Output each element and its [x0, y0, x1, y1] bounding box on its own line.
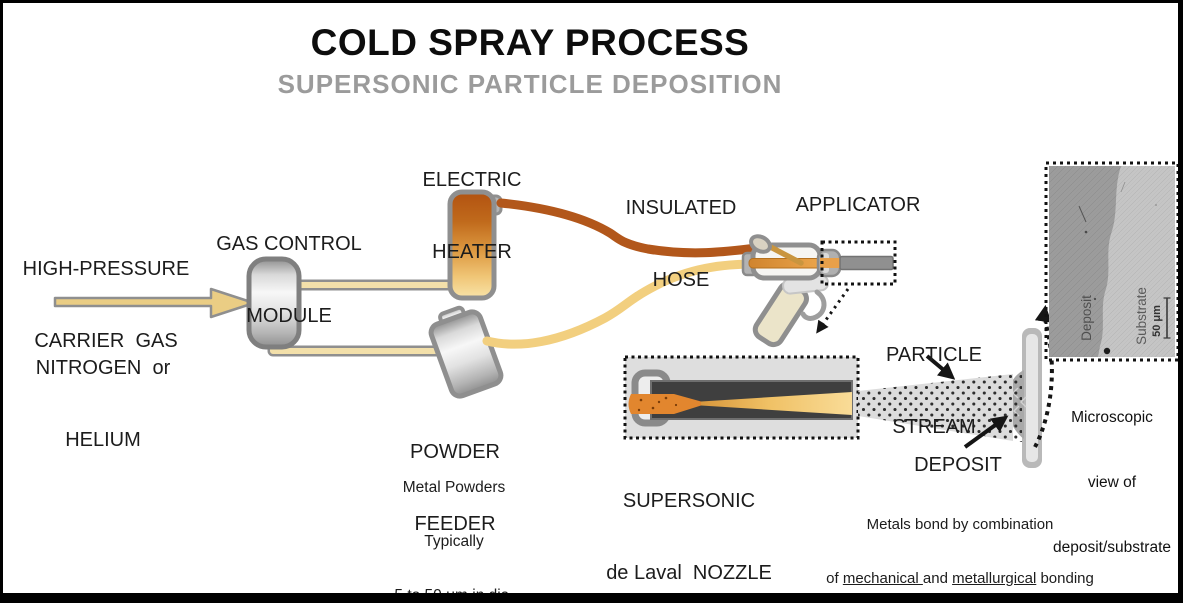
hose-connector-ring — [749, 234, 772, 254]
label-powder-feeder: POWDER FEEDER — [410, 441, 500, 535]
gun-barrel — [839, 255, 894, 271]
substrate-plate-inner — [1026, 334, 1038, 462]
micrograph-inset: Deposit Substrate 50 μm — [1044, 161, 1180, 362]
micrograph-substrate-label: Substrate — [1134, 287, 1149, 345]
gun-trigger-guard — [800, 289, 827, 321]
label-gas-options: NITROGEN or HELIUM — [35, 357, 171, 451]
hot-gas-hose — [496, 198, 762, 258]
barrel-tube-tip — [820, 258, 842, 268]
micrograph-image: Deposit Substrate 50 μm — [1049, 166, 1175, 357]
scale-bar — [1163, 297, 1171, 339]
nozzle-callout-arrow — [816, 288, 850, 334]
applicator-gun — [741, 234, 894, 348]
label-applicator: APPLICATOR — [795, 194, 921, 216]
micrograph-scale-label: 50 μm — [1151, 305, 1163, 337]
powder-hose — [482, 259, 761, 349]
label-insulated-hose: INSULATED HOSE — [625, 197, 737, 291]
electric-heater-body — [447, 189, 497, 301]
carrier-gas-arrow — [53, 287, 256, 319]
jet-particle-speckles — [637, 396, 678, 412]
nozzle-inset — [623, 355, 860, 440]
deposit-notes: Metals bond by combination of mechanical… — [826, 516, 1094, 587]
label-carrier-gas: HIGH-PRESSURE CARRIER GAS — [22, 258, 190, 352]
label-nozzle: SUPERSONIC de Laval NOZZLE — [606, 490, 772, 584]
powder-feeder-notes: Metal Powders Typically 5 to 50 μm in di… — [394, 479, 514, 603]
label-electric-heater: ELECTRIC HEATER — [422, 169, 522, 263]
gas-jet-divergent — [701, 392, 852, 415]
label-particle-stream: PARTICLE STREAM — [886, 344, 982, 438]
particle-stream-dots — [858, 373, 1022, 442]
label-gas-control-module: GAS CONTROL MODULE — [216, 233, 362, 327]
gas-jet-convergent — [628, 394, 701, 414]
page-title: COLD SPRAY PROCESS — [310, 22, 750, 63]
particle-stream-arrow — [925, 354, 956, 380]
deposit-arrow — [963, 415, 1009, 449]
micrograph-caption: Microscopic view of deposit/substrate in… — [1052, 408, 1172, 557]
gas-control-module-tank — [246, 256, 302, 350]
micrograph-deposit-label: Deposit — [1079, 295, 1094, 341]
label-deposit: DEPOSIT — [914, 454, 1002, 476]
page-subtitle: SUPERSONIC PARTICLE DEPOSITION — [277, 69, 783, 99]
powder-feeder-canister — [428, 305, 504, 399]
micrograph-box — [1044, 161, 1180, 362]
barrel-dotted-box — [820, 240, 897, 286]
micrograph-callout-arrow — [1033, 304, 1054, 448]
